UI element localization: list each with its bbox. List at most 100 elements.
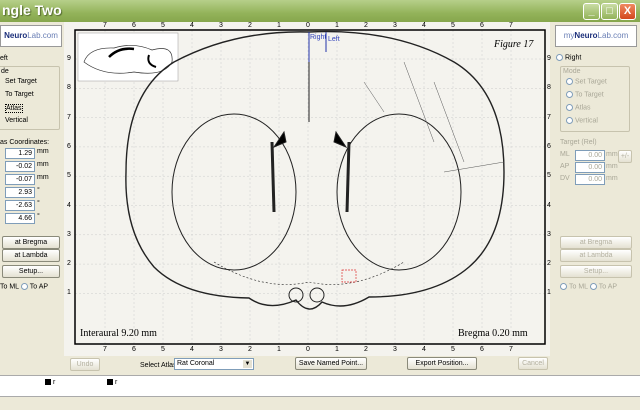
right-mode-to-target[interactable]: To Target (566, 91, 604, 98)
logo-right: myNeuroLab.com (555, 25, 637, 47)
x-tick-top: 2 (248, 22, 252, 29)
x-tick-bottom: 5 (161, 346, 165, 353)
y-tick-left: 5 (67, 172, 71, 180)
y-tick-right: 2 (547, 260, 551, 268)
chevron-down-icon[interactable]: ▼ (243, 360, 252, 368)
export-position-button[interactable]: Export Position... (407, 357, 477, 370)
coord-field[interactable]: 1.29 (5, 148, 35, 159)
y-tick-left: 1 (67, 289, 71, 297)
target-field[interactable]: 0.00 (575, 162, 605, 173)
left-setup-button[interactable]: Setup... (2, 265, 60, 278)
atlas-select[interactable]: Rat Coronal▼ (174, 358, 254, 370)
interaural-label: Interaural 9.20 mm (80, 328, 157, 339)
left-at-bregma-button[interactable]: at Bregma (2, 236, 60, 249)
y-tick-right: 8 (547, 84, 551, 92)
x-tick-bottom: 1 (277, 346, 281, 353)
x-tick-bottom: 3 (393, 346, 397, 353)
marker-icon (45, 379, 51, 385)
y-tick-right: 3 (547, 230, 551, 238)
y-tick-left: 7 (67, 113, 71, 121)
coord-unit: mm (37, 174, 49, 181)
minimize-button[interactable]: _ (583, 3, 600, 20)
close-button[interactable]: X (619, 3, 636, 20)
x-tick-bottom: 4 (190, 346, 194, 353)
title-bar: ngle Two _ □ X (0, 0, 640, 22)
y-tick-left: 9 (67, 55, 71, 62)
cancel-button[interactable]: Cancel (518, 357, 548, 370)
target-label: Target (Rel) (560, 139, 597, 146)
x-tick-top: 2 (364, 22, 368, 29)
left-mode-vertical[interactable]: Vertical (5, 117, 28, 124)
y-tick-left: 3 (67, 230, 71, 238)
window-title: ngle Two (2, 2, 62, 18)
atlas-view[interactable]: Right Left Figure 17 Interaural 9.20 mm … (64, 22, 551, 356)
x-tick-top: 7 (103, 22, 107, 29)
coord-field[interactable]: 2.93 (5, 187, 35, 198)
left-mode-group: de Set Target To Target Atlas Vertical (0, 66, 60, 130)
y-tick-left: 4 (67, 201, 71, 209)
y-tick-right: 1 (547, 289, 551, 297)
right-mode-atlas[interactable]: Atlas (566, 104, 591, 111)
right-mode-vertical[interactable]: Vertical (566, 117, 598, 124)
target-field[interactable]: 0.00 (575, 150, 605, 161)
x-tick-top: 4 (190, 22, 194, 29)
target-field[interactable]: 0.00 (575, 174, 605, 185)
right-at-bregma-button[interactable]: at Bregma (560, 236, 632, 249)
x-tick-top: 1 (335, 22, 339, 29)
undo-button[interactable]: Undo (70, 358, 100, 371)
right-mode-group: Mode Set Target To Target Atlas Vertical (560, 66, 630, 132)
right-ml-ap-options[interactable]: To ML To AP (560, 283, 617, 290)
x-tick-top: 6 (132, 22, 136, 29)
left-marker-label: Left (328, 36, 340, 43)
right-side-radio[interactable]: Right (556, 54, 581, 61)
left-mode-set-target[interactable]: Set Target (5, 78, 37, 85)
x-tick-bottom: 1 (335, 346, 339, 353)
x-tick-bottom: 5 (451, 346, 455, 353)
left-at-lambda-button[interactable]: at Lambda (2, 249, 60, 262)
figure-label: Figure 17 (494, 39, 534, 50)
coord-field[interactable]: -0.07 (5, 174, 35, 185)
marker-icon (107, 379, 113, 385)
coord-field[interactable]: 4.66 (5, 213, 35, 224)
left-mode-atlas[interactable]: Atlas (5, 104, 23, 113)
x-tick-top: 5 (451, 22, 455, 29)
right-go-button[interactable]: +/- (618, 150, 632, 163)
logo: NeuroLab.com (0, 25, 62, 47)
x-tick-top: 3 (219, 22, 223, 29)
right-setup-button[interactable]: Setup... (560, 265, 632, 278)
coord-unit: mm (37, 148, 49, 155)
coord-unit: mm (37, 161, 49, 168)
x-tick-bottom: 3 (219, 346, 223, 353)
coord-unit: ° (37, 187, 40, 194)
target-axis-label: ML (560, 151, 570, 158)
x-tick-bottom: 2 (248, 346, 252, 353)
coord-unit: ° (37, 200, 40, 207)
left-to-ml-option[interactable]: To ML To AP (0, 283, 49, 291)
coords-label: as Coordinates: (0, 139, 50, 146)
y-tick-right: 5 (547, 172, 551, 180)
y-tick-right: 6 (547, 142, 551, 150)
x-tick-top: 3 (393, 22, 397, 29)
save-named-point-button[interactable]: Save Named Point... (295, 357, 367, 370)
x-tick-bottom: 7 (509, 346, 513, 353)
coord-field[interactable]: -2.63 (5, 200, 35, 211)
inset-sagittal-map (77, 32, 179, 82)
brain-section (125, 30, 505, 310)
x-tick-top: 1 (277, 22, 281, 29)
x-tick-top: 7 (509, 22, 513, 29)
left-mode-to-target[interactable]: To Target (5, 91, 34, 98)
bregma-label: Bregma 0.20 mm (458, 328, 528, 339)
select-atlas-label: Select Atlas (140, 362, 177, 369)
x-tick-bottom: 7 (103, 346, 107, 353)
y-tick-left: 2 (67, 260, 71, 268)
x-tick-top: 5 (161, 22, 165, 29)
right-at-lambda-button[interactable]: at Lambda (560, 249, 632, 262)
right-mode-set-target[interactable]: Set Target (566, 78, 607, 85)
y-tick-left: 6 (67, 142, 71, 150)
coord-field[interactable]: -0.02 (5, 161, 35, 172)
maximize-button[interactable]: □ (601, 3, 618, 20)
atlas-canvas[interactable] (64, 22, 550, 356)
x-tick-bottom: 6 (480, 346, 484, 353)
coord-unit: ° (37, 213, 40, 220)
left-side-label: eft (0, 55, 8, 62)
